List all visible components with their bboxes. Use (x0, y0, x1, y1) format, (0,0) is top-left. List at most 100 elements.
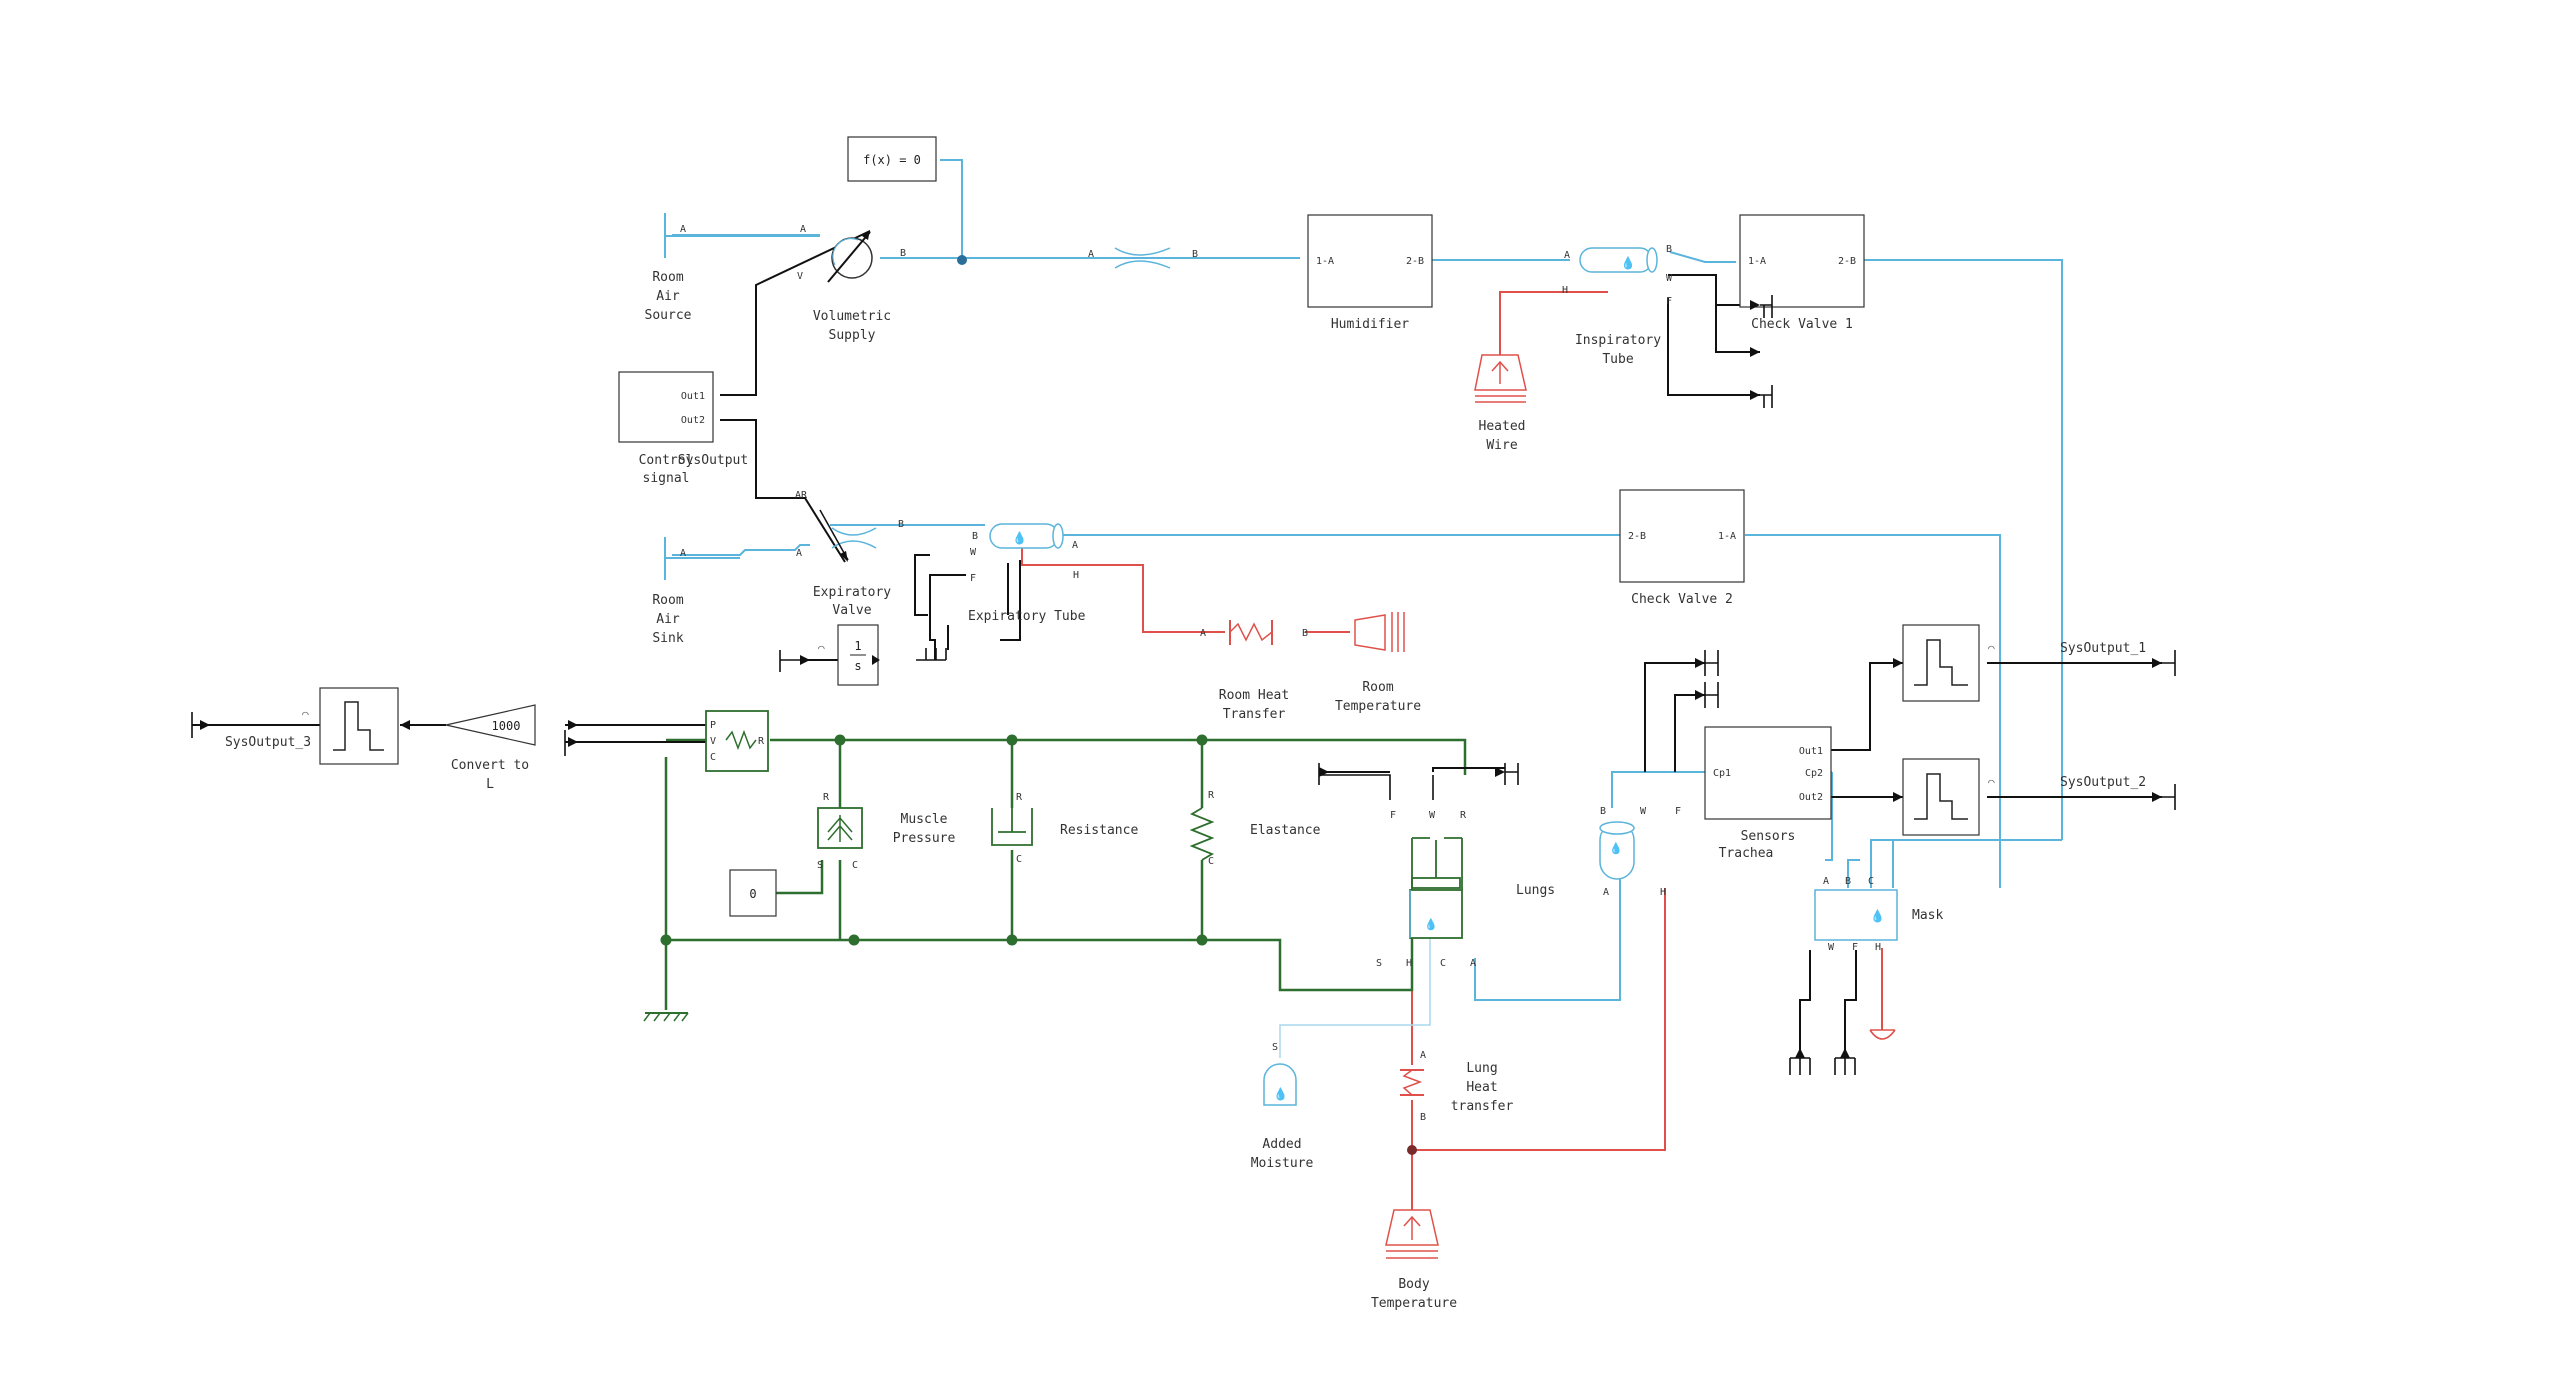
svg-text:Inspiratory: Inspiratory (1575, 333, 1661, 348)
elastance-spring[interactable]: R C Elastance (1189, 790, 1321, 867)
room-temperature-source[interactable]: Room Temperature (1335, 612, 1421, 714)
svg-text:Air: Air (656, 612, 680, 627)
svg-text:R: R (1208, 790, 1215, 801)
inspiratory-tube[interactable]: 💧 A B H W F Inspiratory Tube (1562, 244, 1673, 367)
svg-text:V: V (797, 271, 803, 282)
droplet-icon: 💧 (1621, 256, 1636, 270)
svg-text:C: C (1868, 876, 1874, 887)
svg-text:F: F (970, 573, 976, 584)
terminator-icon (1750, 295, 1773, 408)
room-air-source[interactable]: A Room Air Source (645, 213, 800, 323)
sensors-trachea-subsystem[interactable]: Cp1 Cp2 Out1 Out2 Sensors Trachea (1704, 726, 1832, 861)
svg-text:C: C (852, 860, 858, 871)
wireless-icon: ◠ (302, 708, 309, 721)
svg-text:H: H (1875, 942, 1881, 953)
added-moisture-source[interactable]: 💧 S Added Moisture (1251, 1042, 1314, 1171)
svg-text:Body: Body (1398, 1277, 1429, 1292)
svg-text:Lung: Lung (1466, 1061, 1497, 1076)
droplet-icon: 💧 (1870, 909, 1885, 923)
lung-heat-transfer[interactable]: A B Lung Heat transfer (1400, 1050, 1513, 1123)
moisture-connection (1279, 935, 1431, 1058)
svg-text:C: C (710, 752, 716, 763)
svg-text:A: A (1088, 249, 1094, 260)
room-heat-transfer[interactable]: A B Room Heat Transfer (1200, 620, 1308, 722)
svg-text:F: F (1390, 810, 1396, 821)
svg-text:C: C (1440, 958, 1446, 969)
svg-text:H: H (1660, 887, 1666, 898)
svg-text:V: V (710, 736, 716, 747)
svg-text:1: 1 (854, 639, 861, 653)
svg-text:S: S (1376, 958, 1382, 969)
svg-text:B: B (1845, 876, 1851, 887)
svg-text:2-B: 2-B (1406, 256, 1424, 267)
svg-text:Moisture: Moisture (1251, 1156, 1314, 1171)
expiratory-tube[interactable]: 💧 B A H W F Expiratory Tube (968, 523, 1086, 624)
terminator-icon (779, 650, 810, 672)
droplet-icon: 💧 (1424, 918, 1438, 931)
lungs-block[interactable]: 💧 F W R S H C A Lungs (1376, 810, 1555, 969)
volumetric-supply[interactable]: A B V Volumetric Supply (797, 224, 906, 343)
svg-text:A: A (680, 224, 686, 235)
trachea-block[interactable]: 💧 B W F A H (1599, 806, 1681, 898)
check-valve-2[interactable]: 2-B 1-A Check Valve 2 (1619, 489, 1745, 607)
svg-text:B: B (1666, 244, 1672, 255)
svg-text:P: P (710, 720, 716, 731)
control-signal-subsystem[interactable]: Out1 Out2 Control signal SysOutput (618, 371, 748, 486)
muscle-pressure-source[interactable]: R S C Muscle Pressure (817, 792, 955, 871)
body-temperature-source[interactable]: Body Temperature (1371, 1209, 1457, 1311)
resistance-damper[interactable]: R C Resistance (991, 792, 1138, 865)
svg-text:L: L (486, 777, 494, 792)
svg-text:transfer: transfer (1451, 1099, 1514, 1114)
sysoutput-2-port[interactable]: SysOutput_2 (2060, 775, 2176, 810)
mask-block[interactable]: 💧 A B C W F H Mask (1814, 876, 1943, 953)
svg-text:Check Valve 2: Check Valve 2 (1631, 592, 1733, 607)
svg-text:F: F (1852, 942, 1858, 953)
svg-text:A: A (1823, 876, 1829, 887)
local-restriction-top[interactable]: A B (1088, 247, 1198, 269)
svg-text:A: A (1470, 958, 1476, 969)
svg-text:W: W (1640, 806, 1647, 817)
svg-text:B: B (900, 248, 906, 259)
gain-block[interactable]: 1000 Convert to L (400, 704, 536, 792)
svg-text:Pressure: Pressure (893, 831, 956, 846)
expiratory-valve[interactable]: A B AR Expiratory Valve (795, 490, 904, 618)
solver-config-block[interactable]: f(x) = 0 (847, 136, 937, 182)
svg-text:Volumetric: Volumetric (813, 309, 891, 324)
svg-text:H: H (1406, 958, 1412, 969)
svg-text:Convert to: Convert to (451, 758, 529, 773)
svg-text:A: A (1564, 250, 1570, 261)
svg-text:2-B: 2-B (1628, 531, 1646, 542)
svg-text:1000: 1000 (492, 719, 521, 733)
svg-text:1-A: 1-A (1316, 256, 1334, 267)
signal-connections (192, 230, 2162, 1058)
svg-text:R: R (1460, 810, 1467, 821)
svg-text:W: W (1666, 273, 1673, 284)
svg-text:B: B (1600, 806, 1606, 817)
junction-dots (660, 255, 1417, 1155)
svg-text:B: B (1420, 1112, 1426, 1123)
terminator-icon (1318, 763, 1519, 800)
wireless-icon: ◠ (1988, 642, 1995, 655)
room-air-source-label-1: Room (652, 270, 683, 285)
humidifier-block[interactable]: 1-A 2-B Humidifier (1307, 214, 1433, 332)
check-valve-1[interactable]: 1-A 2-B Check Valve 1 (1739, 214, 1865, 332)
sysoutput-3-port[interactable]: SysOutput_3 (191, 712, 311, 750)
room-air-sink[interactable]: A Room Air Sink (652, 537, 740, 646)
mechanical-sensor-block[interactable]: P V R C (705, 710, 769, 772)
svg-text:Expiratory: Expiratory (813, 585, 891, 600)
scope-1-block[interactable]: ◠ (1893, 624, 1995, 702)
svg-text:A: A (800, 224, 806, 235)
svg-text:F: F (1675, 806, 1681, 817)
heated-wire-source[interactable]: Heated Wire (1474, 354, 1527, 453)
svg-text:SysOutput_1: SysOutput_1 (2060, 641, 2146, 656)
constant-block[interactable]: 0 (729, 869, 777, 917)
scope-3-block[interactable]: ◠ (302, 687, 399, 765)
svg-text:Heated: Heated (1479, 419, 1526, 434)
room-air-source-label-2: Air (656, 289, 680, 304)
svg-text:Room: Room (652, 593, 683, 608)
scope-2-block[interactable]: ◠ (1893, 758, 1995, 836)
svg-text:A: A (1603, 887, 1609, 898)
sysoutput-1-port[interactable]: SysOutput_1 (2060, 641, 2176, 676)
integrator-block[interactable]: 1 s (837, 624, 880, 686)
